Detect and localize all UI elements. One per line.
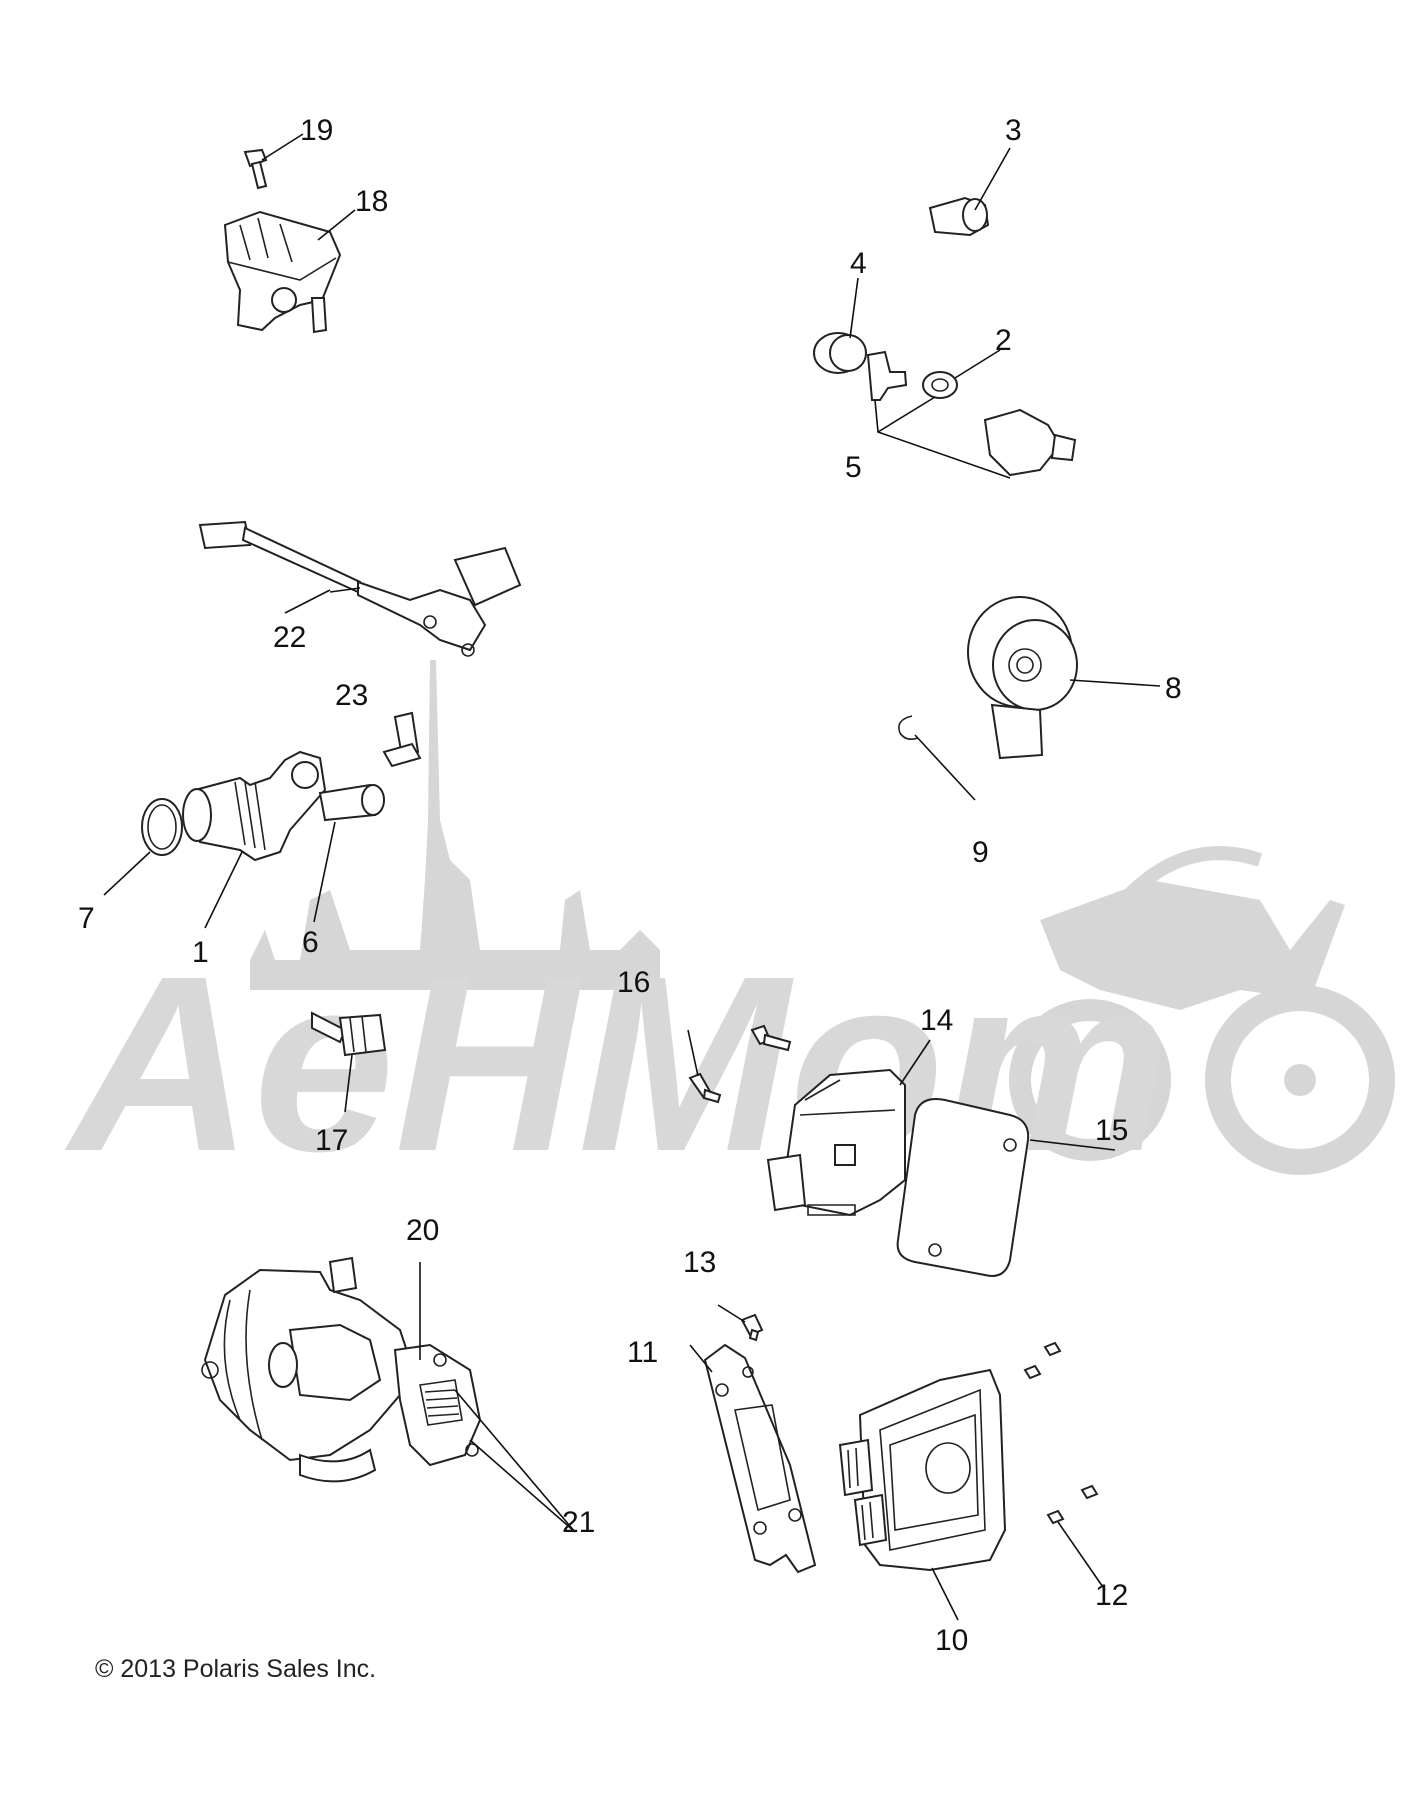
callout-2: 2: [995, 324, 1012, 357]
callout-23: 23: [335, 679, 368, 712]
watermark: AeHMom: [64, 660, 1395, 1203]
part-5-assembly: [866, 350, 1077, 477]
copyright-notice: © 2013 Polaris Sales Inc.: [95, 1655, 377, 1683]
callout-18: 18: [355, 185, 388, 218]
part-15-gasket: [896, 1098, 1030, 1277]
part-4-cap: [813, 332, 867, 374]
part-20-throttle-body: [201, 1256, 482, 1483]
callout-7: 7: [78, 902, 95, 935]
callout-9: 9: [972, 836, 989, 869]
part-16-screws: [688, 1024, 792, 1104]
part-14-housing: [766, 1068, 906, 1217]
part-23-bolt: [382, 711, 422, 768]
callout-15: 15: [1095, 1114, 1128, 1147]
callout-12: 12: [1095, 1579, 1128, 1612]
watermark-spire-silhouette: [250, 660, 660, 990]
part-3-plug: [928, 196, 990, 237]
part-9-clip: [898, 715, 919, 740]
watermark-motorcycle: [1009, 846, 1395, 1175]
callout-3: 3: [1005, 114, 1022, 147]
callout-11: 11: [627, 1336, 658, 1369]
callout-16: 16: [617, 966, 650, 999]
callout-labels: 19 18 3 4 2 5 22 8 23 7 9 6 1 16 14 15 1…: [78, 114, 1182, 1657]
callout-19: 19: [300, 114, 333, 147]
callout-14: 14: [920, 1004, 953, 1037]
callout-13: 13: [683, 1246, 716, 1279]
callout-10: 10: [935, 1624, 968, 1657]
part-8-knock-sensor: [967, 596, 1078, 760]
callout-4: 4: [850, 247, 867, 280]
part-22-sensor-cable: [198, 520, 522, 657]
part-17-temp-sensor: [311, 1011, 387, 1057]
part-18-map-sensor: [223, 210, 342, 334]
part-13-screw: [740, 1313, 764, 1342]
part-11-bracket: [703, 1343, 817, 1574]
part-19-bolt: [243, 148, 268, 190]
callout-8: 8: [1165, 672, 1182, 705]
callout-1: 1: [192, 936, 209, 969]
part-1-cam-sensor: [182, 750, 327, 862]
callout-20: 20: [406, 1214, 439, 1247]
leader-lines: [103, 133, 1161, 1621]
part-12-screws: [1023, 1341, 1099, 1525]
part-6-pin: [318, 783, 385, 822]
callout-5: 5: [845, 451, 862, 484]
callout-21: 21: [562, 1506, 595, 1539]
callout-17: 17: [315, 1124, 348, 1157]
callout-22: 22: [273, 621, 306, 654]
part-10-ecu: [838, 1368, 1007, 1572]
callout-6: 6: [302, 926, 319, 959]
part-7-o-ring: [141, 798, 183, 856]
